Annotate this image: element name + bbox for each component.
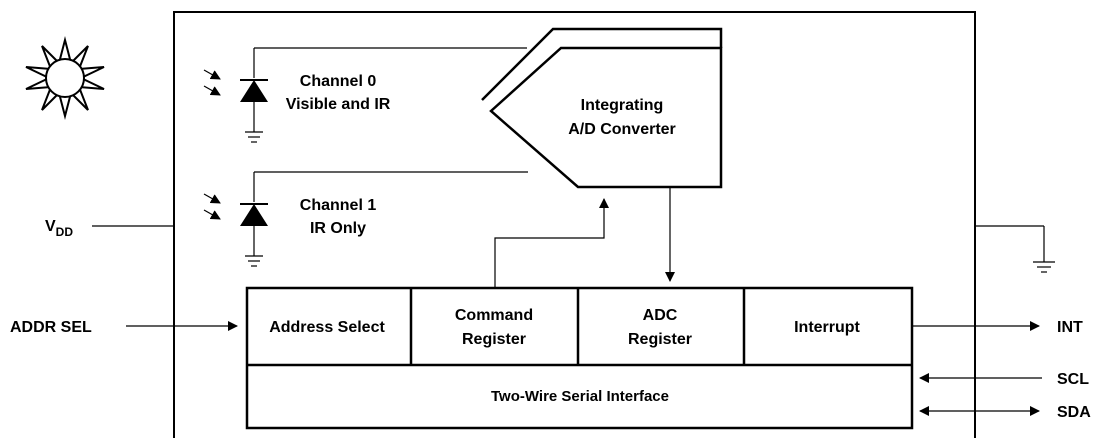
adc-label-line1: Integrating xyxy=(581,97,664,114)
channel-0-label-line2: Visible and IR xyxy=(286,96,391,113)
vdd-label-subscript: DD xyxy=(56,225,74,239)
chip-outline xyxy=(173,11,976,438)
vdd-label-main: V xyxy=(45,218,56,235)
addr-sel-label: ADDR SEL xyxy=(10,319,92,336)
ground-symbol-right xyxy=(975,225,1055,273)
light-arrows-channel-1 xyxy=(203,193,221,220)
serial-interface-label: Two-Wire Serial Interface xyxy=(491,388,669,405)
light-arrows-channel-0 xyxy=(203,69,221,96)
register-block xyxy=(245,286,914,430)
interrupt-label: Interrupt xyxy=(794,319,860,336)
address-select-label: Address Select xyxy=(269,319,385,336)
adc-label-line2: A/D Converter xyxy=(568,121,676,138)
channel-1-label-line2: IR Only xyxy=(310,220,366,237)
adc-register-label-line2: Register xyxy=(628,331,692,348)
sda-label: SDA xyxy=(1057,404,1091,421)
command-register-label-line1: Command xyxy=(455,307,533,324)
vdd-label: VDD xyxy=(45,218,73,239)
channel-0-label-line1: Channel 0 xyxy=(300,73,377,90)
scl-label: SCL xyxy=(1057,371,1089,388)
adc-register-label-line1: ADC xyxy=(643,307,678,324)
photodiode-channel-0 xyxy=(240,47,527,143)
channel-1-label-line1: Channel 1 xyxy=(300,197,377,214)
sun-icon xyxy=(25,36,105,120)
command-register-label-line2: Register xyxy=(462,331,526,348)
photodiode-channel-1 xyxy=(240,171,528,267)
adc-converter-block xyxy=(481,27,723,189)
command-to-adc-line xyxy=(494,198,609,288)
int-label: INT xyxy=(1057,319,1083,336)
